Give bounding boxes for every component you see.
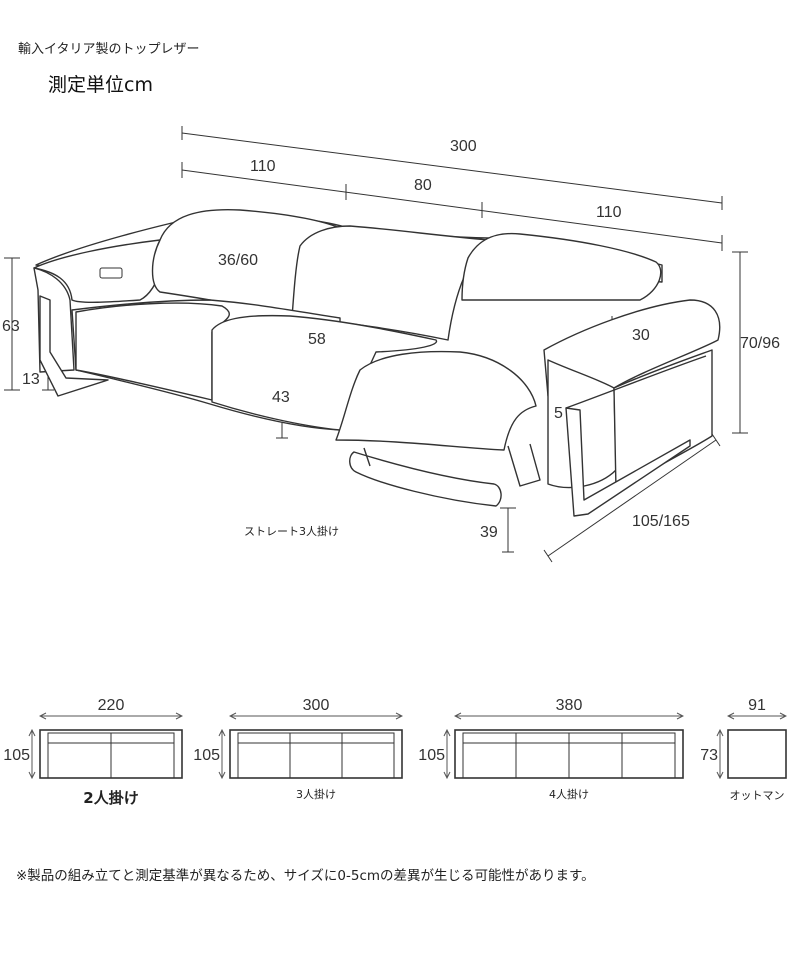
plan-label: オットマン [730, 789, 785, 802]
plan-width-label: 300 [303, 697, 330, 714]
plan-depth-label: 73 [700, 747, 718, 764]
plan-width-label: 91 [748, 697, 766, 714]
material-note: 輸入イタリア製のトップレザー [18, 42, 200, 57]
footrest-mechanism [363, 443, 541, 487]
dim-depth: 105/165 [632, 513, 690, 530]
dim-total-width: 300 [450, 138, 477, 155]
dim-left-section: 110 [250, 158, 276, 175]
right-seat-reclined [335, 350, 537, 451]
plan-depth-label: 105 [193, 747, 220, 764]
dimension-labels: 300 110 80 110 36/60 58 43 63 13 30 5 70… [2, 138, 780, 541]
left-arm [33, 239, 164, 304]
sofa-outline [33, 208, 721, 517]
dim-arm-width: 30 [632, 327, 650, 344]
dim-total-height: 70/96 [740, 335, 780, 352]
plan-two-seat: 220 105 2人掛け [3, 697, 182, 807]
dim-depth-line [547, 439, 717, 557]
dim-arm-height: 63 [2, 318, 20, 335]
dim-seat-depth: 58 [308, 331, 326, 348]
remote-panel-icon [99, 267, 123, 279]
plan-width-label: 380 [556, 697, 583, 714]
footrest [349, 451, 502, 507]
dim-seat-height: 43 [272, 389, 290, 406]
plan-label: 4人掛け [549, 787, 589, 801]
left-seat-cushion [75, 302, 230, 401]
plan-depth-label: 105 [418, 747, 445, 764]
dim-right-section: 110 [596, 204, 622, 221]
sofa-diagram: 300 110 80 110 36/60 58 43 63 13 30 5 70… [2, 126, 780, 563]
footer-note: ※製品の組み立てと測定基準が異なるため、サイズに0-5cmの差異が生じる可能性が… [16, 868, 595, 884]
dim-sections-line [181, 169, 723, 244]
right-back-cushion [461, 232, 662, 301]
dim-middle-section: 80 [414, 177, 432, 194]
dim-back-height: 36/60 [218, 252, 258, 269]
dim-total-width-line [181, 132, 723, 204]
plan-label: 2人掛け [83, 789, 138, 807]
plan-outline [229, 729, 403, 779]
plan-label: 3人掛け [296, 787, 336, 801]
plan-outline [727, 729, 787, 779]
plan-width-label: 220 [98, 697, 125, 714]
middle-seat-cushion [211, 314, 438, 431]
plan-seat-area [237, 732, 395, 779]
dim-frame-offset: 5 [554, 405, 563, 422]
left-frame-leg [39, 295, 109, 397]
unit-note: 測定単位cm [48, 74, 153, 96]
main-view-caption: ストレート3人掛け [244, 524, 339, 538]
dim-footrest-height: 39 [480, 524, 498, 541]
plan-four-seat: 380 105 4人掛け [418, 697, 683, 801]
right-frame-leg [565, 407, 691, 517]
plan-three-seat: 300 105 3人掛け [193, 697, 402, 801]
plan-ottoman: 91 73 オットマン [700, 697, 786, 802]
dim-leg-height: 13 [22, 371, 40, 388]
plan-views: 220 105 2人掛け 300 105 3人掛け 380 105 4人掛け 91 73 オットマン [3, 697, 790, 807]
plan-depth-label: 105 [3, 747, 30, 764]
